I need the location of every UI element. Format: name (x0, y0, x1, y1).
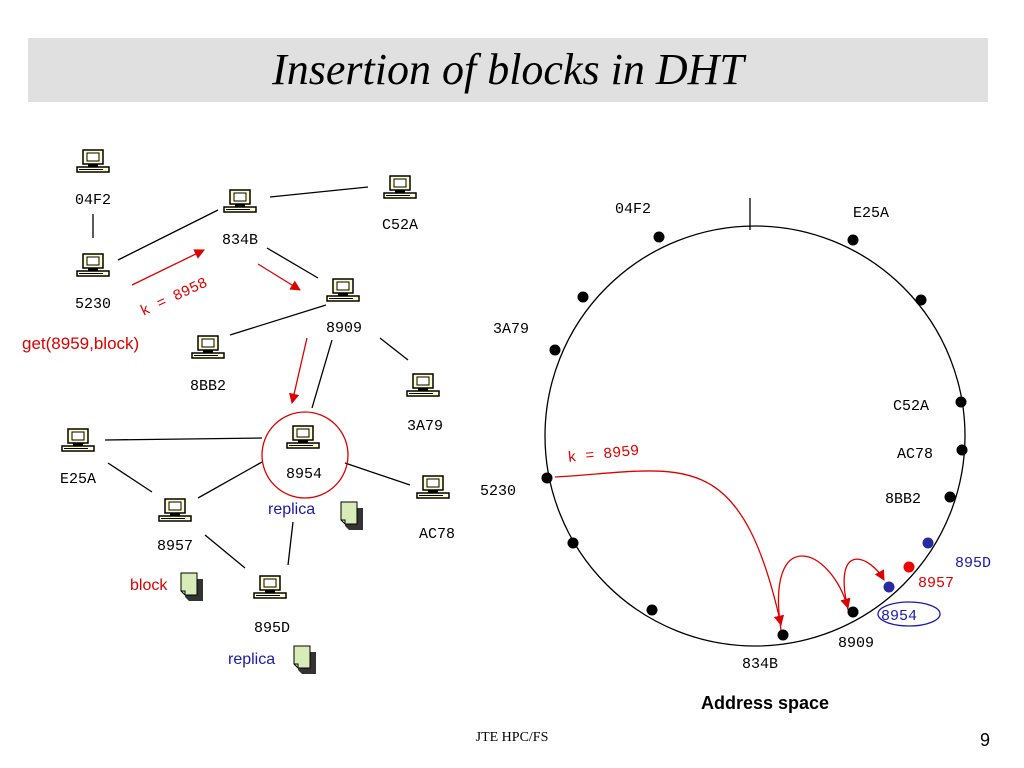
computer-icon (383, 175, 417, 199)
address-space-ring: k = 8959 04F2 E25A 3A79 C52A AC78 (480, 198, 991, 713)
ring-node-8909 (847, 606, 859, 618)
document-icon (340, 501, 364, 531)
ring-route-5230-834B (554, 470, 785, 627)
edge-8954-AC78 (344, 462, 411, 486)
ring-node (646, 604, 658, 616)
ring-label-AC78: AC78 (897, 446, 933, 463)
ring-node-AC78 (956, 444, 968, 456)
request-arrow-8909-8954 (289, 337, 308, 405)
ring-node-8957 (903, 561, 915, 573)
edge-8909-3A79 (379, 337, 409, 361)
node-label-8909: 8909 (326, 320, 362, 337)
ring-label-E25A: E25A (853, 205, 889, 222)
target-node-highlight (261, 411, 349, 499)
computer-icon (61, 428, 95, 452)
computer-icon (253, 575, 287, 599)
ring-label-8909: 8909 (838, 635, 874, 652)
ring-node-C52A (955, 396, 967, 408)
computer-icon (158, 498, 192, 522)
computer-icon (191, 335, 225, 359)
ring-node-5230 (541, 472, 553, 484)
node-label-8957: 8957 (157, 538, 193, 555)
node-label-895D: 895D (254, 620, 290, 637)
title-bar: Insertion of blocks in DHT (28, 38, 988, 102)
computer-icon (223, 189, 257, 213)
computer-icon (286, 425, 320, 449)
node-label-C52A: C52A (382, 217, 418, 234)
node-label-3A79: 3A79 (407, 418, 443, 435)
ring-node-895D (922, 537, 934, 549)
edge-8909-8954 (311, 339, 333, 409)
ring-node-8BB2 (944, 491, 956, 503)
node-label-E25A: E25A (60, 471, 96, 488)
ring-route-834B-8909 (777, 555, 851, 631)
ring-node (577, 291, 589, 303)
ring-label-8BB2: 8BB2 (885, 491, 921, 508)
edge-8BB2-8909 (229, 304, 327, 336)
ring-node-834B (777, 629, 789, 641)
document-icon (180, 572, 204, 602)
request-arrow-834B-8909 (257, 263, 301, 291)
address-space-caption: Address space (701, 693, 829, 713)
edge-834B-C52A (269, 186, 369, 198)
network-key-label: k = 8958 (138, 275, 210, 321)
replica-label-895D: replica (228, 651, 275, 668)
edge-E25A-8957 (107, 462, 153, 493)
request-label: get(8959,block) (22, 334, 139, 353)
computer-icon (406, 373, 440, 397)
edge-834B-8909 (266, 247, 319, 279)
node-label-8954: 8954 (286, 466, 322, 483)
ring-node-E25A (847, 234, 859, 246)
ring-key-label: k = 8959 (567, 443, 640, 467)
ring-label-04F2: 04F2 (615, 201, 651, 218)
ring-label-8954: 8954 (881, 608, 917, 625)
ring-node-3A79 (549, 344, 561, 356)
computer-icon (326, 278, 360, 302)
computer-icon (76, 149, 110, 173)
node-label-04F2: 04F2 (75, 192, 111, 209)
ring-label-C52A: C52A (893, 398, 929, 415)
edge-E25A-8954 (104, 437, 263, 441)
ring-label-895D: 895D (955, 555, 991, 572)
edge-8954-895D (287, 521, 294, 566)
node-label-834B: 834B (222, 232, 258, 249)
ring-label-3A79: 3A79 (493, 321, 529, 338)
ring-route-8909-8954 (843, 558, 885, 611)
edge-8957-895D (204, 534, 246, 569)
ring-node-04F2 (653, 231, 665, 243)
slide-title: Insertion of blocks in DHT (272, 45, 744, 94)
ring-node (567, 537, 579, 549)
ring-label-8957: 8957 (918, 575, 954, 592)
ring-node-8954 (883, 581, 895, 593)
replica-label-8954: replica (268, 501, 315, 518)
node-label-AC78: AC78 (419, 526, 455, 543)
ring-label-8954-highlight (877, 601, 941, 627)
node-label-5230: 5230 (75, 296, 111, 313)
edge-5230-834B (117, 209, 219, 261)
edge-8957-8954 (197, 461, 263, 499)
ring-node (915, 294, 927, 306)
computer-icon (416, 475, 450, 499)
footer-text: JTE HPC/FS (475, 730, 549, 745)
computer-icon (76, 253, 110, 277)
ring-label-834B: 834B (742, 656, 778, 673)
page-number: 9 (979, 730, 990, 750)
node-label-8BB2: 8BB2 (190, 378, 226, 395)
network-graph: k = 8958 04F2 834B C52A 5230 8909 8BB2 3… (22, 149, 455, 675)
request-arrow-5230-834B (131, 249, 205, 286)
ring-circle (544, 225, 966, 647)
document-icon (293, 645, 317, 675)
ring-label-5230: 5230 (480, 483, 516, 500)
block-label: block (130, 577, 168, 594)
